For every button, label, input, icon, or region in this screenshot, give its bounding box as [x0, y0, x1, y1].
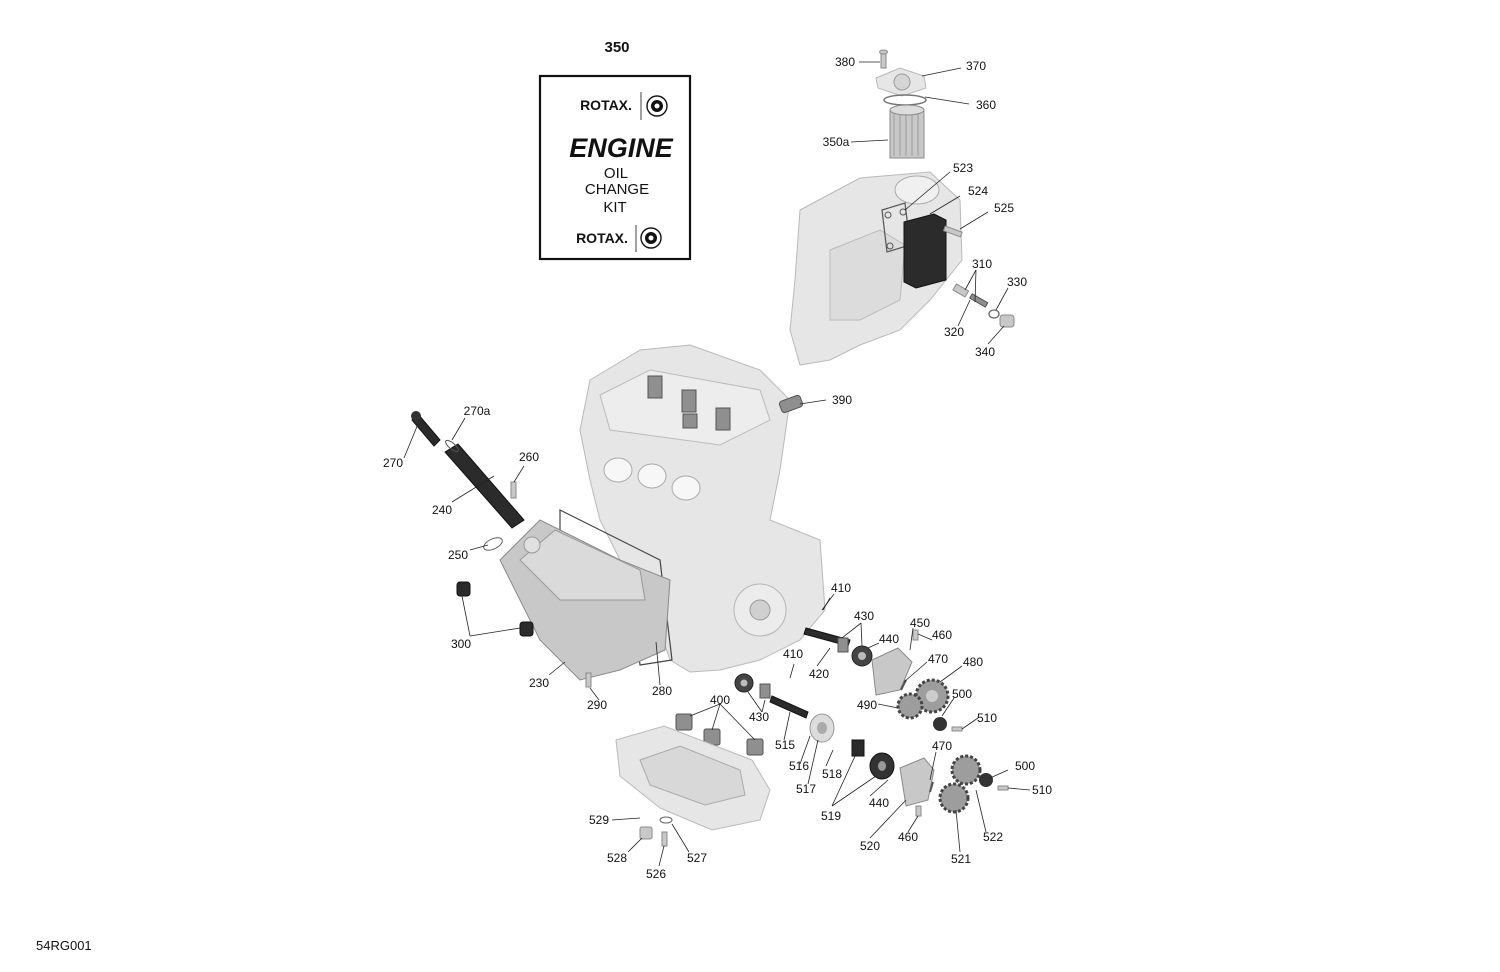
- dipstick-tube: [411, 411, 525, 551]
- callout-430-lower: 430: [749, 710, 769, 724]
- callout-500-lower: 500: [1015, 759, 1035, 773]
- oil-filter-cap-assembly: [875, 49, 927, 159]
- callout-370: 370: [966, 59, 986, 73]
- callout-450: 450: [910, 616, 930, 630]
- brp-logo-icon: [646, 95, 668, 117]
- rotax-logo-top: ROTAX.: [580, 97, 632, 113]
- callout-523: 523: [953, 161, 973, 175]
- callout-527: 527: [687, 851, 707, 865]
- callout-518: 518: [822, 767, 842, 781]
- callout-521: 521: [951, 852, 971, 866]
- callout-270: 270: [383, 456, 403, 470]
- leader-lines: [403, 61, 1031, 867]
- oil-change-kit-box: ROTAX. ENGINE OIL CHANGE KIT ROTAX.: [538, 74, 692, 261]
- callout-510-upper: 510: [977, 711, 997, 725]
- callout-410-upper: 410: [831, 581, 851, 595]
- brp-logo-icon-bottom: [640, 227, 662, 249]
- callout-520: 520: [860, 839, 880, 853]
- oil-pump-parts: [803, 597, 963, 732]
- kit-line-oil: OIL: [604, 165, 628, 182]
- callout-300: 300: [451, 637, 471, 651]
- callout-460-lower: 460: [898, 830, 918, 844]
- callout-470-lower: 470: [932, 739, 952, 753]
- callout-410-lower: 410: [783, 647, 803, 661]
- callout-430-upper: 430: [854, 609, 874, 623]
- oil-pan: [499, 519, 671, 681]
- callout-515: 515: [775, 738, 795, 752]
- callout-260: 260: [519, 450, 539, 464]
- callout-310: 310: [972, 257, 992, 271]
- kit-line-kit: KIT: [603, 199, 626, 216]
- callout-522: 522: [983, 830, 1003, 844]
- callout-519: 519: [821, 809, 841, 823]
- callout-528: 528: [607, 851, 627, 865]
- callout-250: 250: [448, 548, 468, 562]
- magneto-cover: [789, 171, 963, 366]
- callout-510-lower: 510: [1032, 783, 1052, 797]
- callout-460-upper: 460: [932, 628, 952, 642]
- engine-block: [559, 344, 826, 673]
- drain-plugs-300: [456, 581, 534, 637]
- callout-400: 400: [710, 693, 730, 707]
- callout-526: 526: [646, 867, 666, 881]
- callout-290: 290: [587, 698, 607, 712]
- callout-529: 529: [589, 813, 609, 827]
- callout-390: 390: [832, 393, 852, 407]
- callout-490: 490: [857, 698, 877, 712]
- rotax-logo-bottom: ROTAX.: [576, 230, 628, 246]
- callout-280: 280: [652, 684, 672, 698]
- callout-330: 330: [1007, 275, 1027, 289]
- bolt-290: [585, 672, 592, 688]
- kit-line-change: CHANGE: [585, 181, 649, 198]
- callout-230: 230: [529, 676, 549, 690]
- kit-title-engine: ENGINE: [569, 133, 674, 163]
- callout-500-upper: 500: [952, 687, 972, 701]
- pressure-relief-parts: [952, 283, 1015, 328]
- pump-base-plate: [615, 725, 771, 847]
- figure-id: 54RG001: [36, 938, 92, 953]
- callout-270a: 270a: [464, 404, 491, 418]
- callout-440-lower: 440: [869, 796, 889, 810]
- callout-525: 525: [994, 201, 1014, 215]
- callout-360: 360: [976, 98, 996, 112]
- callout-labels: 380 370 360 350a 523 524 525 310 330 320…: [383, 55, 1052, 881]
- callout-516: 516: [789, 759, 809, 773]
- callout-420: 420: [809, 667, 829, 681]
- callout-480: 480: [963, 655, 983, 669]
- kit-number-label: 350: [604, 39, 629, 56]
- callout-350a: 350a: [823, 135, 850, 149]
- callout-380: 380: [835, 55, 855, 69]
- callout-320: 320: [944, 325, 964, 339]
- callout-440-upper: 440: [879, 632, 899, 646]
- second-pump-parts: [675, 673, 1009, 817]
- callout-517: 517: [796, 782, 816, 796]
- callout-240: 240: [432, 503, 452, 517]
- sensor-390: [778, 394, 804, 414]
- callout-470-upper: 470: [928, 652, 948, 666]
- callout-340: 340: [975, 345, 995, 359]
- callout-524: 524: [968, 184, 988, 198]
